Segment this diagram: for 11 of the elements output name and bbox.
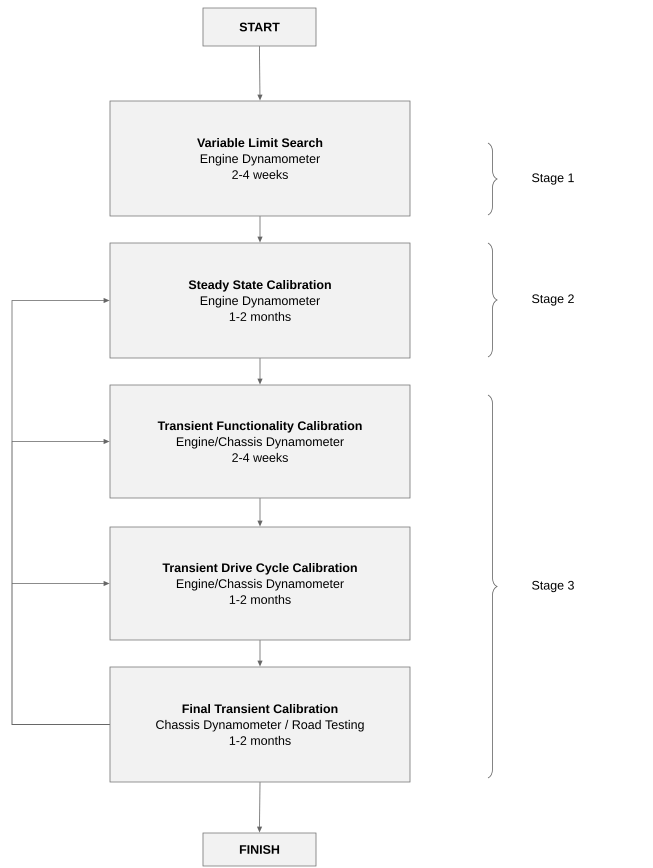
process-box: Variable Limit Search Engine Dynamometer 2-4 weeks — [110, 100, 410, 216]
terminal-box: START — [202, 8, 316, 46]
process-box: Transient Functionality Calibration Engine/Chassis Dynamometer 2-4 weeks — [110, 384, 410, 498]
arrow — [12, 580, 110, 725]
terminal-box: FINISH — [202, 832, 316, 866]
process-box: Transient Drive Cycle Calibration Engine/Chassis Dynamometer 1-2 months — [110, 526, 410, 640]
stage-label: Stage 1 — [532, 173, 574, 185]
process-box: Final Transient Calibration Chassis Dynamometer / Road Testing 1-2 months — [110, 666, 410, 782]
stage-label: Stage 2 — [532, 294, 574, 306]
stage-label: Stage 3 — [532, 580, 574, 592]
process-box: Steady State Calibration Engine Dynamometer 1-2 months — [110, 242, 410, 358]
